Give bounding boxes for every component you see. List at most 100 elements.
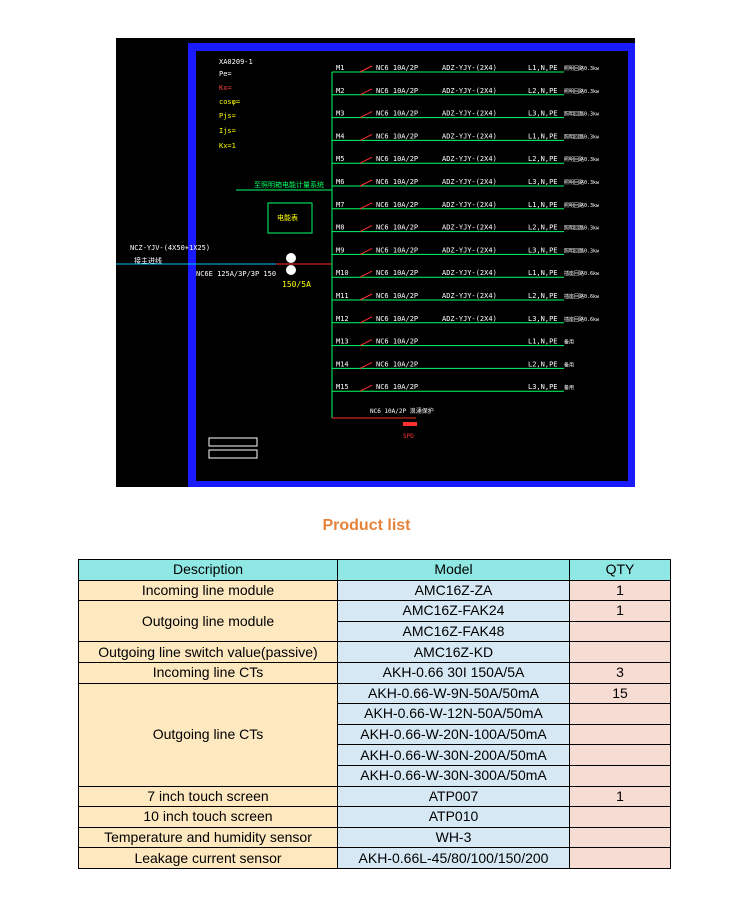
branch-breaker: NC6 10A/2P: [376, 246, 418, 254]
branch-phase: L2,N,PE: [528, 155, 558, 163]
breaker-symbol: [359, 65, 373, 73]
meter-box: [267, 202, 313, 234]
row-model: AKH-0.66 30I 150A/5A: [337, 661, 570, 684]
spd-label: NC6 10A/2P 浪涌保护: [370, 407, 434, 415]
branch-load: 备用: [564, 339, 574, 346]
branch-phase: L3,N,PE: [528, 110, 558, 118]
branch-id: M7: [336, 201, 344, 209]
branch-breaker: NC6 10A/2P: [376, 64, 418, 72]
table-row: AMC16Z-FAK48: [79, 620, 671, 643]
breaker-symbol: [359, 339, 373, 347]
branch-load: 备用: [564, 384, 574, 391]
branch-breaker: NC6 10A/2P: [376, 155, 418, 163]
branch-id: M13: [336, 338, 349, 346]
table-row: Outgoing line switch value(passive) AMC1…: [78, 641, 671, 663]
branch-load: 备用: [564, 361, 574, 368]
row-model: WH-3: [337, 826, 570, 849]
branch-load: 照明回路0.3kw: [564, 133, 600, 140]
branch-id: M4: [336, 132, 344, 140]
branch-load: 照明回路0.3kw: [564, 202, 600, 209]
branch-id: M10: [336, 269, 349, 277]
branch-breaker: NC6 10A/2P: [376, 360, 418, 368]
ct-symbol-2: [286, 265, 296, 275]
incoming-cable-sublabel: 接主进线: [134, 256, 162, 265]
row-description: Temperature and humidity sensor: [78, 826, 338, 849]
branch-load: 照明回路0.3kw: [564, 179, 600, 186]
branch-id: M2: [336, 87, 344, 95]
branch-load: 插座回路0.6kw: [564, 293, 600, 300]
branch-breaker: NC6 10A/2P: [376, 224, 418, 232]
breaker-symbol: [359, 88, 373, 96]
branch-phase: L1,N,PE: [528, 338, 558, 346]
row-description: Outgoing line switch value(passive): [78, 641, 338, 663]
incoming-breaker-label: NC6E 125A/3P/3P 150: [196, 270, 276, 278]
row-qty: 1: [569, 600, 671, 622]
row-description: Incoming line CTs: [78, 661, 338, 684]
product-list-table: Description Model QTY Incoming line modu…: [78, 559, 671, 869]
branch-phase: L3,N,PE: [528, 178, 558, 186]
branch-breaker: NC6 10A/2P: [376, 201, 418, 209]
branch-id: M14: [336, 360, 349, 368]
spd-sub: SPD: [403, 433, 414, 440]
branch-phase: L3,N,PE: [528, 315, 558, 323]
branch-id: M8: [336, 224, 344, 232]
breaker-symbol: [359, 270, 373, 278]
param-6: Ijs=: [219, 127, 236, 135]
row-qty: [569, 826, 671, 849]
row-qty: [569, 703, 671, 725]
param-4: cosφ=: [219, 98, 240, 106]
row-description: Leakage current sensor: [78, 847, 338, 869]
param-1: XA0209-1: [219, 58, 253, 66]
branch-load: 照明回路0.3kw: [564, 247, 600, 254]
branch-id: M3: [336, 110, 344, 118]
branch-cable: ADZ-YJY-(2X4): [442, 155, 497, 163]
row-qty: [569, 641, 671, 663]
branch-note: 至照明箱电能计量系统: [254, 180, 324, 189]
header-row: Description Model QTY: [78, 559, 671, 581]
header-qty: QTY: [569, 559, 671, 581]
row-description: Outgoing line module: [78, 600, 338, 643]
param-7: Kx=1: [219, 142, 236, 150]
breaker-symbol: [359, 361, 373, 369]
branch-phase: L1,N,PE: [528, 64, 558, 72]
incoming-cable-label: NCZ-YJV-(4X50+1X25): [130, 244, 210, 252]
branch-load: 照明回路0.3kw: [564, 65, 600, 72]
row-description: Outgoing line CTs: [78, 682, 338, 787]
row-qty: [569, 723, 671, 746]
table-row: AKH-0.66-W-30N-200A/50mA: [79, 744, 671, 766]
row-qty: 1: [569, 579, 671, 602]
row-model: AKH-0.66-W-20N-100A/50mA: [337, 723, 570, 746]
table-row: Outgoing line CTs AKH-0.66-W-9N-50A/50mA…: [78, 682, 671, 787]
branch-row: M8 NC6 10A/2P ADZ-YJY-(2X4) L2,N,PE 照明回路0.3k…: [332, 224, 600, 233]
table-row: Leakage current sensor AKH-0.66L-45/80/1…: [78, 847, 671, 869]
branch-breaker: NC6 10A/2P: [376, 269, 418, 277]
header-description: Description: [78, 559, 338, 581]
branch-cable: ADZ-YJY-(2X4): [442, 64, 497, 72]
branch-phase: L2,N,PE: [528, 224, 558, 232]
row-description: 10 inch touch screen: [78, 806, 338, 828]
branch-id: M12: [336, 315, 349, 323]
row-model: ATP007: [337, 785, 570, 808]
row-model: AKH-0.66-W-9N-50A/50mA: [337, 682, 570, 705]
breaker-symbol: [359, 179, 373, 187]
row-model: AMC16Z-KD: [337, 641, 570, 663]
row-qty: [569, 744, 671, 766]
branch-cable: ADZ-YJY-(2X4): [442, 110, 497, 118]
branch-cable: ADZ-YJY-(2X4): [442, 224, 497, 232]
branch-phase: L2,N,PE: [528, 360, 558, 368]
row-model: AKH-0.66-W-12N-50A/50mA: [337, 703, 570, 725]
branch-phase: L1,N,PE: [528, 269, 558, 277]
breaker-symbol: [359, 202, 373, 210]
row-description: 7 inch touch screen: [78, 785, 338, 808]
branch-load: 照明回路0.3kw: [564, 225, 600, 232]
branch-phase: L1,N,PE: [528, 132, 558, 140]
